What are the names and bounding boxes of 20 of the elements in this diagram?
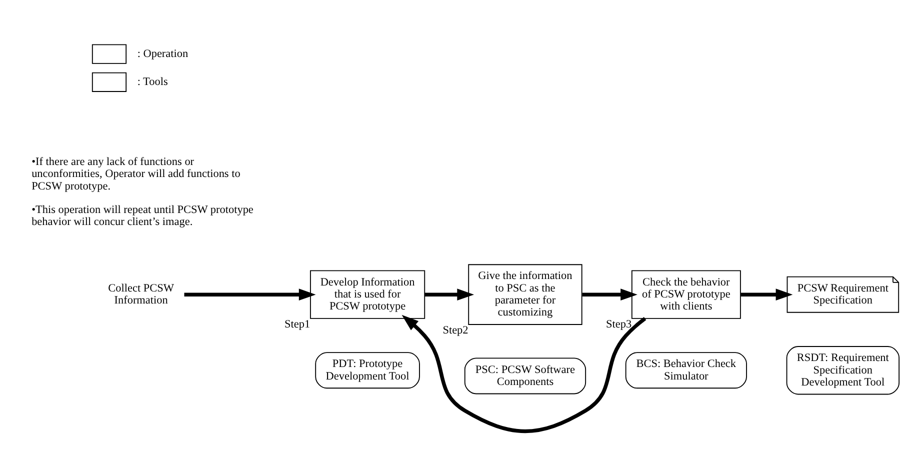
label: •If there are any lack of functions or unconformities, Operator will add functions to PCSW prototype.: [32, 156, 240, 192]
node-text: Collect PCSW Information: [108, 282, 174, 307]
node-label: Step3: [606, 318, 632, 330]
legend-label: : Operation: [137, 48, 188, 60]
legend-label: : Tools: [137, 76, 168, 88]
node-box: Develop Information that is used for PCSW prototype: [310, 270, 426, 319]
node-label: Step2: [442, 324, 468, 337]
arrow: [184, 288, 316, 300]
arrow: [424, 288, 474, 300]
arrow: [740, 288, 793, 300]
label: •This operation will repeat until PCSW prototype behavior will concur client’s image.: [32, 204, 254, 228]
node-box: PSC: PCSW Software Components: [464, 358, 586, 394]
node-label: Step1: [284, 318, 310, 330]
node-box: Give the information to PSC as the parameter for customizing: [468, 264, 582, 325]
node-box: BCS: Behavior Check Simulator: [625, 352, 747, 389]
arrow: [402, 314, 646, 434]
node-box: PDT: Prototype Development Tool: [315, 352, 420, 389]
node-box: RSDT: Requirement Specification Development Tool: [786, 346, 900, 395]
arrow: [582, 288, 638, 300]
node-box: Check the behavior of PCSW prototype with clients: [631, 270, 741, 319]
